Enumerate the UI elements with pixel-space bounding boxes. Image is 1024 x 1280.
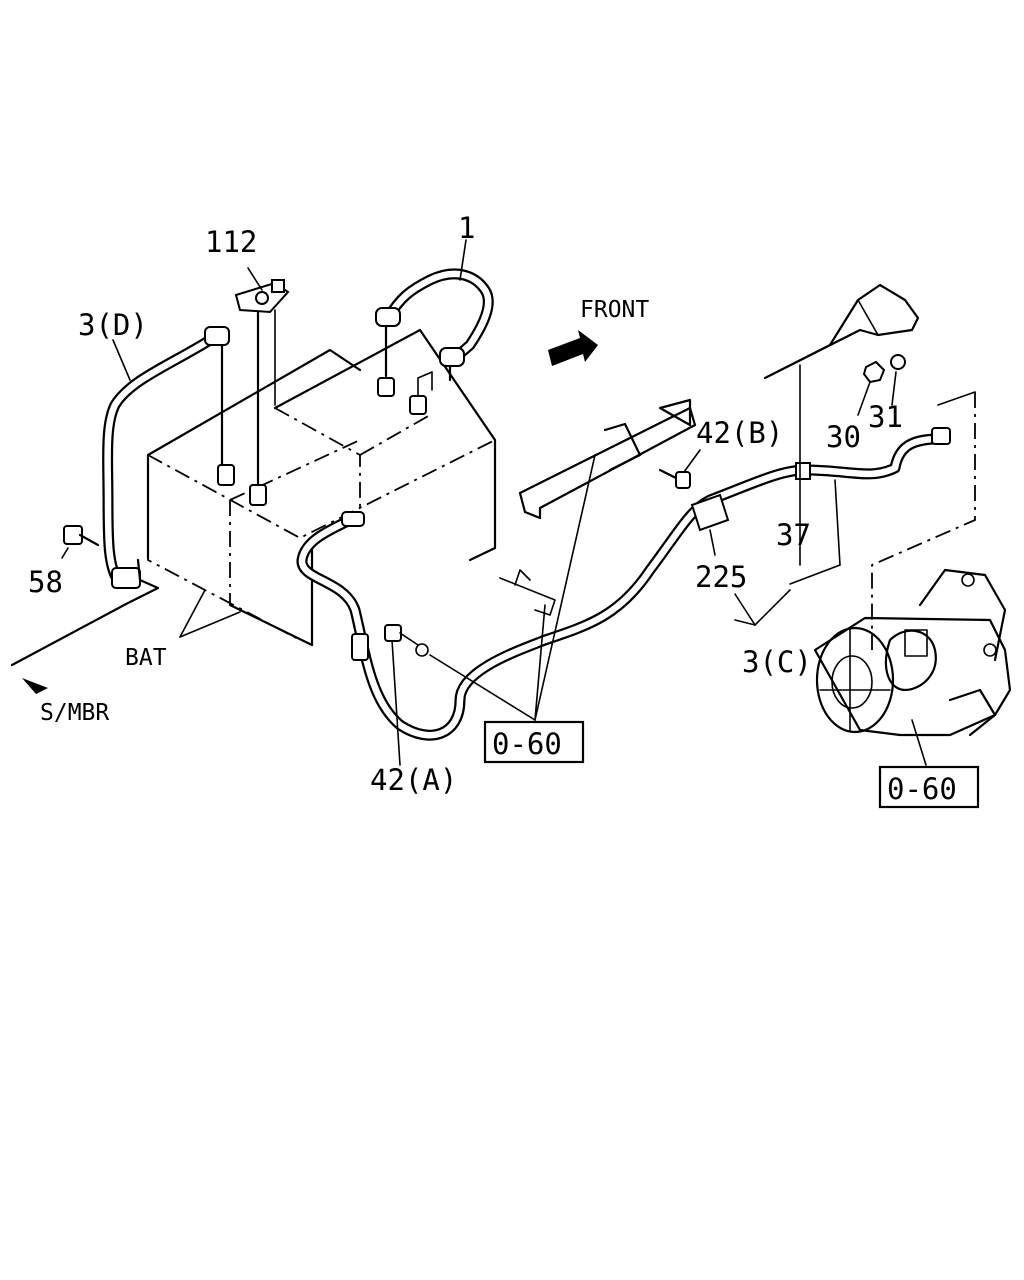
bolt-58 [61,525,100,559]
label-part-30: 30 [826,420,861,454]
battery-terminal-post [249,484,267,506]
nut-30 [857,360,886,416]
label-part-3c: 3(C) [742,645,812,679]
battery-terminal-post [409,395,427,415]
label-part-37: 37 [776,518,811,552]
cable-bracket [499,398,697,616]
battery-assembly [146,328,497,647]
label-part-42b: 42(B) [696,416,783,450]
label-part-1: 1 [458,211,475,245]
jumper-cable-1 [375,268,494,382]
label-s-mbr: S/MBR [40,700,109,726]
label-ref-left: 0-60 [492,727,562,761]
starter-motor [813,568,1012,737]
washer-31 [890,354,906,406]
cable-clamp-225 [690,493,730,556]
leader-lines [22,239,976,766]
label-part-31: 31 [868,400,903,434]
front-arrow [548,330,598,366]
label-ref-right: 0-60 [887,772,957,806]
ground-cable-3d [10,326,230,667]
terminal-clamp-112 [234,267,290,487]
label-part-58: 58 [28,565,63,599]
battery-terminal-post [377,377,395,397]
battery-terminal-post [217,464,235,486]
label-part-112: 112 [205,225,257,259]
label-part-42a: 42(A) [370,763,457,797]
label-bat: BAT [125,645,167,671]
label-part-225: 225 [695,560,747,594]
terminal-cover-37 [763,283,920,566]
label-front: FRONT [580,297,649,323]
main-cable-3c [296,427,951,741]
reference-box-right [878,765,980,809]
reference-box-left [483,720,585,764]
label-part-3d: 3(D) [78,308,148,342]
bolt-42b [658,449,701,489]
